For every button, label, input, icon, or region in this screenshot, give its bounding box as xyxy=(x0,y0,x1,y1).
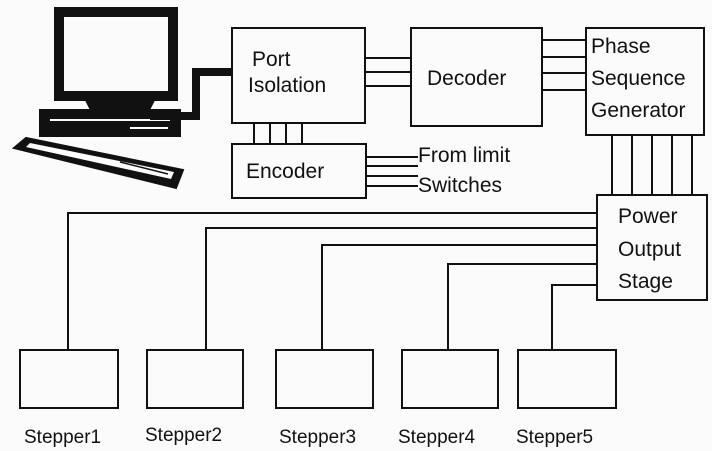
stepper3-box xyxy=(276,350,373,408)
phase-sequence-generator-label-line1: Phase xyxy=(591,35,651,59)
limit-switch-note-line1: From limit xyxy=(418,144,510,168)
stepper2-box xyxy=(147,350,243,408)
decoder-label: Decoder xyxy=(427,67,506,91)
stepper3-caption: Stepper3 xyxy=(279,426,356,450)
stepper5-box xyxy=(518,350,616,408)
stepper4-box xyxy=(402,350,498,408)
phase-sequence-generator-label-line2: Sequence xyxy=(591,67,686,91)
stepper2-caption: Stepper2 xyxy=(145,424,222,448)
phase-sequence-generator-label-line3: Generator xyxy=(591,99,686,123)
power-output-stage-label-line1: Power xyxy=(618,205,678,229)
stepper4-caption: Stepper4 xyxy=(398,426,475,450)
port-isolation-label-line1: Port xyxy=(252,48,291,72)
stepper1-caption: Stepper1 xyxy=(24,426,101,450)
stepper5-caption: Stepper5 xyxy=(516,426,593,450)
power-output-stage-label-line2: Output xyxy=(618,238,681,262)
limit-switch-note-line2: Switches xyxy=(418,174,502,198)
keyboard-icon xyxy=(14,138,183,188)
stepper1-box xyxy=(20,350,118,408)
power-output-stage-label-line3: Stage xyxy=(618,270,673,294)
port-isolation-label-line2: Isolation xyxy=(248,74,326,98)
encoder-label: Encoder xyxy=(246,160,324,184)
